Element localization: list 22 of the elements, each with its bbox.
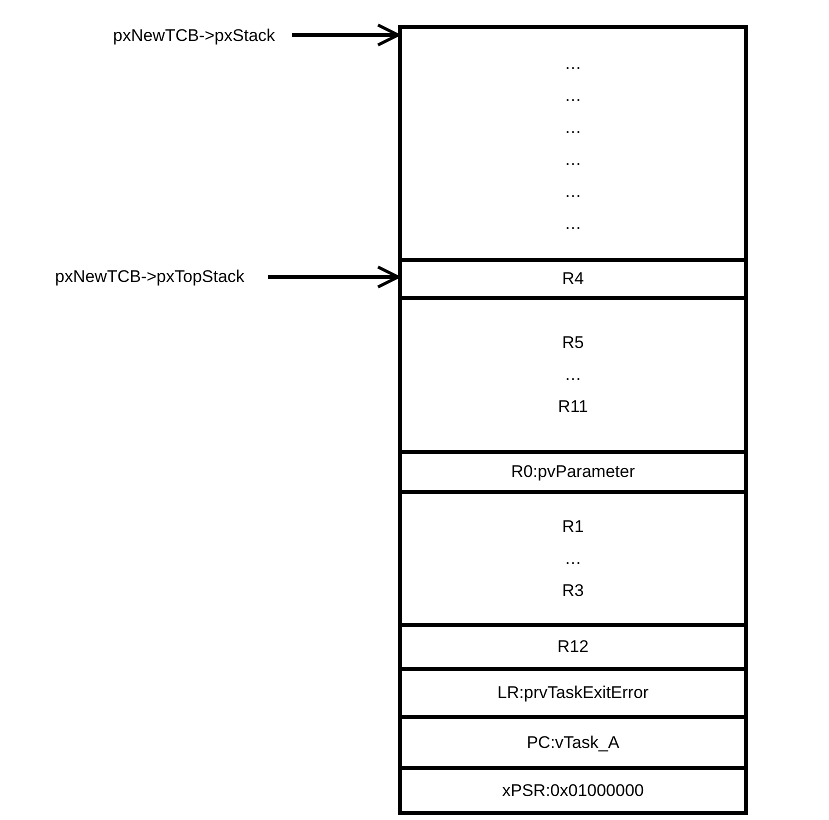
register-label: … [564,212,582,234]
register-label: R1 [562,516,584,538]
register-label: R5 [562,332,584,354]
register-label: … [564,548,582,570]
pointer-label: pxNewTCB->pxTopStack [55,267,244,287]
register-label: R11 [558,396,588,418]
register-label: R0:pvParameter [511,461,635,483]
register-label: … [564,148,582,170]
register-label: xPSR:0x01000000 [502,780,644,802]
arrow [268,265,400,289]
register-label: R3 [562,580,584,602]
register-label: … [564,52,582,74]
register-label: … [564,180,582,202]
register-label: … [564,116,582,138]
register-label: R12 [557,636,589,658]
register-label: … [564,84,582,106]
register-label: PC:vTask_A [526,732,620,754]
register-label: … [564,364,582,386]
register-label: R4 [562,268,584,290]
pointer-label: pxNewTCB->pxStack [113,26,276,46]
register-label: LR:prvTaskExitError [497,682,649,704]
arrow [292,23,400,47]
